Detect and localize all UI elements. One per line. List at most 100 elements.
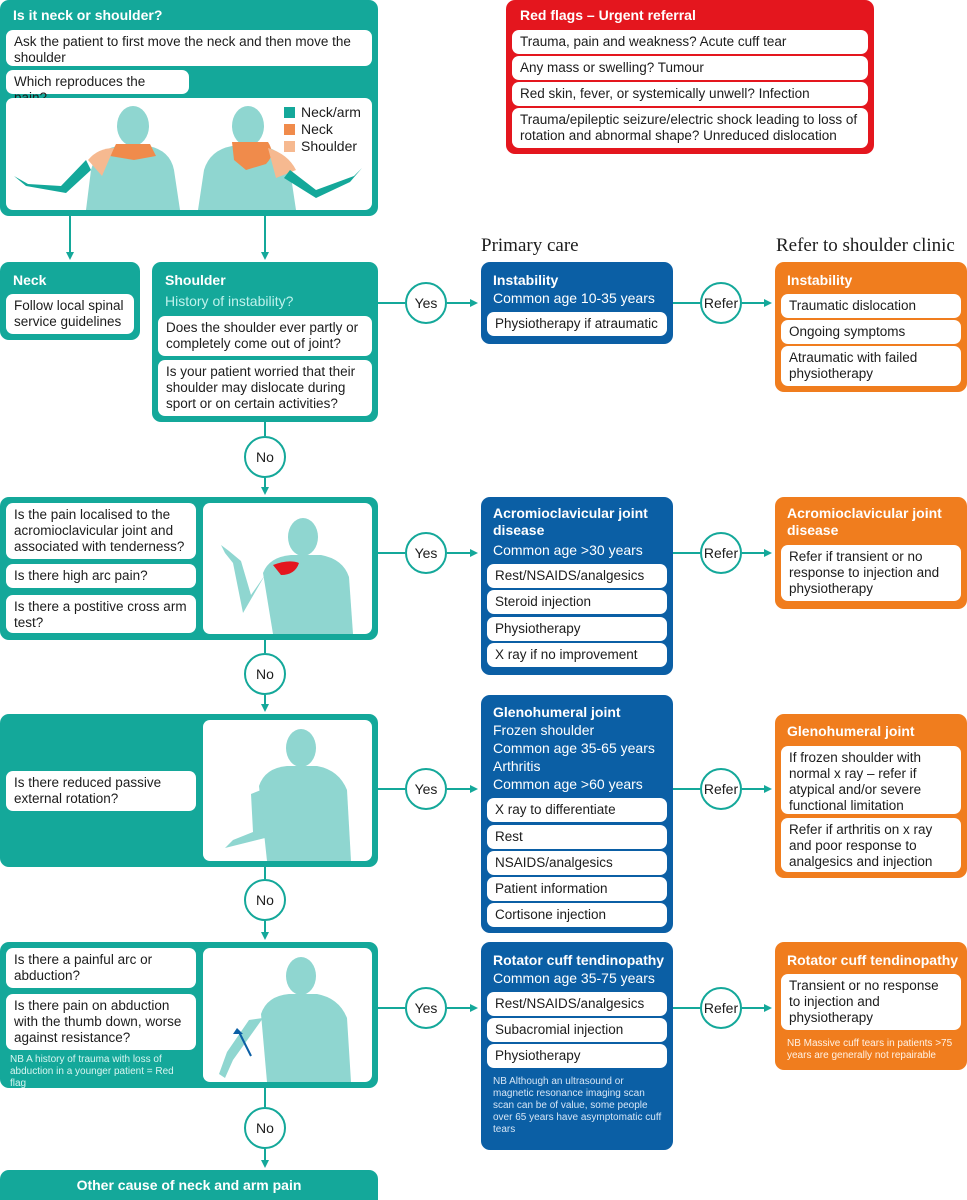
ac-question-box: Is the pain localised to the acromioclav…: [0, 497, 378, 640]
ac-question: Is the pain localised to the acromioclav…: [6, 503, 196, 559]
yes-connector: Yes: [405, 987, 447, 1029]
no-connector: No: [244, 653, 286, 695]
rc-abduction-illustration: [219, 957, 351, 1082]
yes-connector: Yes: [405, 768, 447, 810]
instability-primary-box: Instability Common age 10-35 years Physi…: [481, 262, 673, 344]
rc-refer-title: Rotator cuff tendinopathy: [787, 952, 959, 968]
ac-figure-panel: [203, 503, 372, 634]
instability-refer-item: Atraumatic with failed physiotherapy: [781, 346, 961, 386]
instability-refer-title: Instability: [787, 272, 853, 288]
rc-primary-item: Subacromial injection: [487, 1018, 667, 1042]
ac-refer-box: Acromioclavicular joint disease Refer if…: [775, 497, 967, 609]
gh-primary-line: Arthritis: [493, 758, 541, 774]
back-figure-icon: [198, 106, 362, 210]
gh-primary-item: Cortisone injection: [487, 903, 667, 927]
gh-refer-item: If frozen shoulder with normal x ray – r…: [781, 746, 961, 814]
neck-shoulder-illustration: [14, 106, 362, 210]
rc-refer-box: Rotator cuff tendinopathy Transient or n…: [775, 942, 967, 1070]
ac-primary-title: Acromioclavicular joint disease: [493, 505, 648, 538]
ac-primary-item: Steroid injection: [487, 590, 667, 614]
front-figure-icon: [14, 106, 180, 210]
gh-question-box: Is there reduced passive external rotati…: [0, 714, 378, 867]
ac-refer-title: Acromioclavicular joint disease: [787, 505, 942, 538]
red-flag-item: Trauma/epileptic seizure/electric shock …: [512, 108, 868, 148]
red-flags-box: Red flags – Urgent referral Trauma, pain…: [506, 0, 874, 154]
figure-panel-neck-shoulder: [6, 98, 372, 210]
no-connector: No: [244, 1107, 286, 1149]
shoulder-question: Is your patient worried that their shoul…: [158, 360, 372, 416]
refer-connector: Refer: [700, 282, 742, 324]
legend: Neck/arm Neck Shoulder: [284, 104, 361, 155]
rc-refer-item: Transient or no response to injection an…: [781, 974, 961, 1030]
ac-primary-item: X ray if no improvement: [487, 643, 667, 667]
neck-item: Follow local spinal service guidelines: [6, 294, 134, 334]
gh-primary-item: Patient information: [487, 877, 667, 901]
rc-primary-age: Common age 35-75 years: [493, 970, 655, 986]
instability-refer-item: Traumatic dislocation: [781, 294, 961, 318]
gh-primary-box: Glenohumeral joint Frozen shoulder Commo…: [481, 695, 673, 933]
red-flag-item: Red skin, fever, or systemically unwell?…: [512, 82, 868, 106]
primary-care-heading: Primary care: [481, 235, 579, 256]
rc-question: Is there pain on abduction with the thum…: [6, 994, 196, 1050]
instability-refer-box: Instability Traumatic dislocation Ongoin…: [775, 262, 967, 392]
rc-primary-item: Physiotherapy: [487, 1044, 667, 1068]
refer-connector: Refer: [700, 532, 742, 574]
gh-primary-item: X ray to differentiate: [487, 798, 667, 822]
ac-primary-box: Acromioclavicular joint disease Common a…: [481, 497, 673, 675]
rc-figure-panel: [203, 948, 372, 1082]
ac-question: Is there high arc pain?: [6, 564, 196, 588]
question-which-reproduces-pain: Which reproduces the pain?: [6, 70, 189, 105]
shoulder-title: Shoulder: [165, 272, 226, 288]
gh-refer-item: Refer if arthritis on x ray and poor res…: [781, 818, 961, 872]
gh-question: Is there reduced passive external rotati…: [6, 771, 196, 811]
ac-primary-item: Rest/NSAIDS/analgesics: [487, 564, 667, 588]
instability-primary-title: Instability: [493, 272, 559, 288]
other-cause-label: Other cause of neck and arm pain: [76, 1177, 302, 1193]
gh-figure-panel: [203, 720, 372, 861]
ac-question: Is there a postitive cross arm test?: [6, 595, 196, 633]
neck-or-shoulder-box: Is it neck or shoulder? Ask the patient …: [0, 0, 378, 216]
rc-primary-title: Rotator cuff tendinopathy: [493, 952, 665, 968]
rc-primary-box: Rotator cuff tendinopathy Common age 35-…: [481, 942, 673, 1150]
gh-refer-box: Glenohumeral joint If frozen shoulder wi…: [775, 714, 967, 878]
neck-or-shoulder-title: Is it neck or shoulder?: [13, 7, 163, 23]
neck-box: Neck Follow local spinal service guideli…: [0, 262, 140, 340]
yes-connector: Yes: [405, 282, 447, 324]
rc-question-note: NB A history of trauma with loss of abdu…: [10, 1054, 174, 1089]
red-flag-item: Trauma, pain and weakness? Acute cuff te…: [512, 30, 868, 54]
arrow-up-icon: [238, 1031, 252, 1057]
red-flags-title: Red flags – Urgent referral: [520, 7, 696, 23]
instability-refer-item: Ongoing symptoms: [781, 320, 961, 344]
legend-swatch-icon: [284, 124, 295, 135]
rc-refer-note: NB Massive cuff tears in patients >75 ye…: [787, 1038, 953, 1061]
shoulder-box: Shoulder History of instability? Does th…: [152, 262, 378, 422]
ac-primary-item: Physiotherapy: [487, 617, 667, 641]
gh-primary-line: Common age 35-65 years: [493, 740, 655, 756]
rc-primary-item: Rest/NSAIDS/analgesics: [487, 992, 667, 1016]
gh-primary-line: Common age >60 years: [493, 776, 643, 792]
gh-primary-title: Glenohumeral joint: [493, 704, 621, 720]
refer-connector: Refer: [700, 987, 742, 1029]
instability-primary-item: Physiotherapy if atraumatic: [487, 312, 667, 336]
gh-primary-item: Rest: [487, 825, 667, 849]
rc-question-box: Is there a painful arc or abduction? Is …: [0, 942, 378, 1089]
no-connector: No: [244, 436, 286, 478]
question-move-neck-shoulder: Ask the patient to first move the neck a…: [6, 30, 372, 66]
instability-primary-age: Common age 10-35 years: [493, 290, 655, 306]
legend-swatch-icon: [284, 141, 295, 152]
rc-primary-note: NB Although an ultrasound or magnetic re…: [493, 1076, 662, 1135]
yes-connector: Yes: [405, 532, 447, 574]
rc-question: Is there a painful arc or abduction?: [6, 948, 196, 988]
red-flag-item: Any mass or swelling? Tumour: [512, 56, 868, 80]
neck-title: Neck: [13, 272, 47, 288]
other-cause-box: Other cause of neck and arm pain: [0, 1170, 378, 1200]
legend-item-neck-arm: Neck/arm: [284, 104, 361, 121]
legend-item-neck: Neck: [284, 121, 361, 138]
refer-heading: Refer to shoulder clinic: [776, 235, 955, 256]
gh-refer-title: Glenohumeral joint: [787, 723, 915, 739]
legend-item-shoulder: Shoulder: [284, 138, 361, 155]
refer-connector: Refer: [700, 768, 742, 810]
shoulder-subtitle: History of instability?: [165, 293, 294, 309]
gh-joint-illustration: [225, 729, 351, 861]
